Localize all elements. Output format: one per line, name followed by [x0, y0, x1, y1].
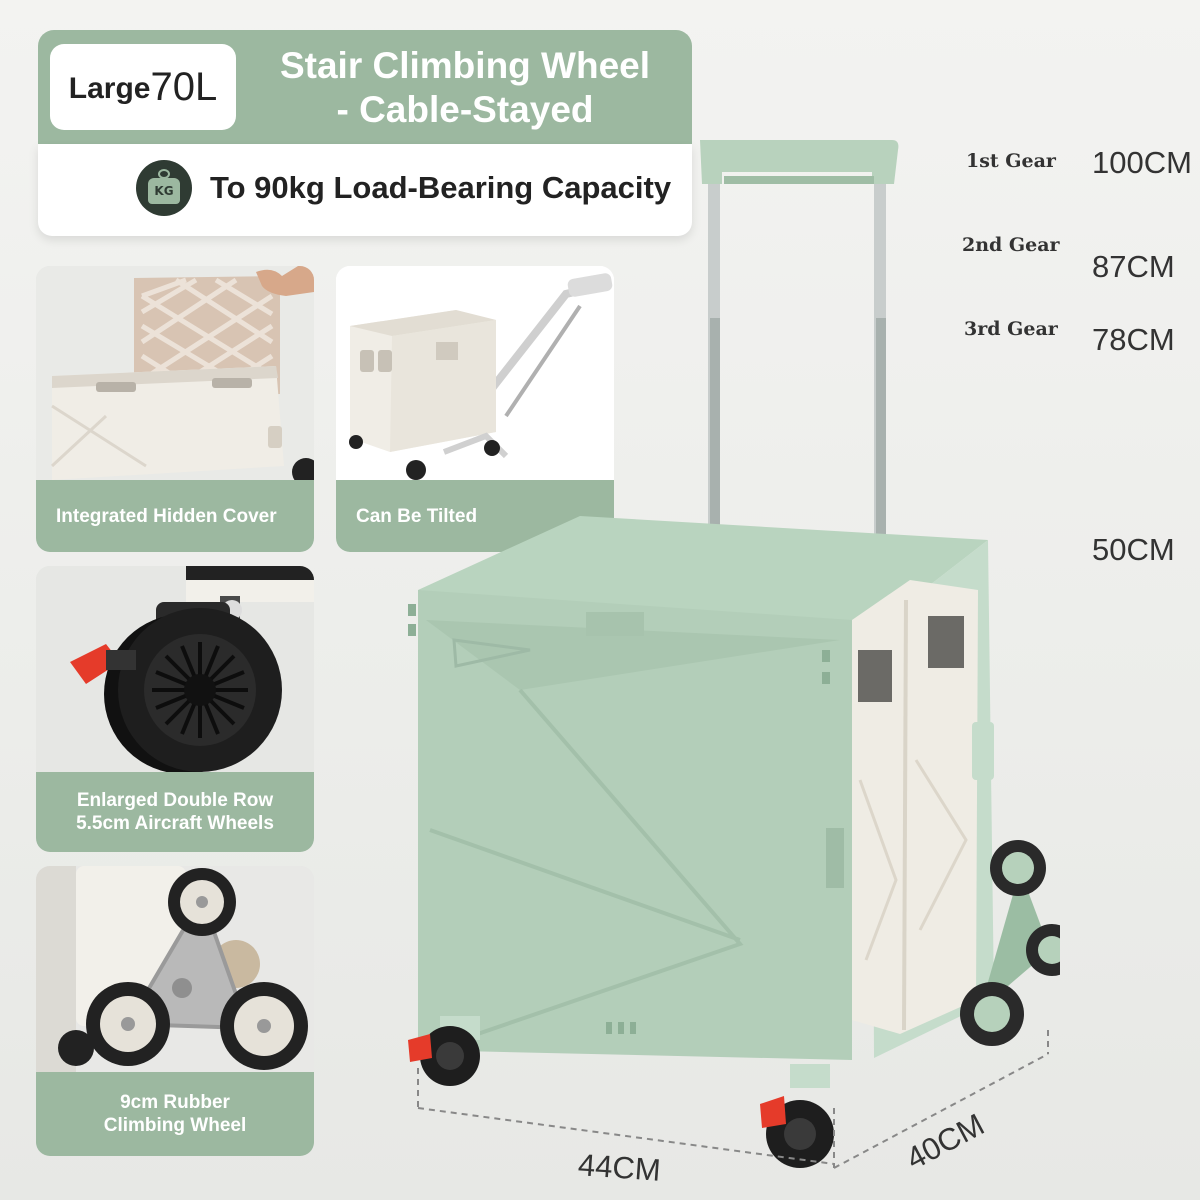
aircraft-wheel-photo: [36, 566, 314, 780]
load-capacity-text: To 90kg Load-Bearing Capacity: [210, 170, 672, 205]
hidden-cover-photo: [36, 266, 314, 480]
gear-label: 2nd Gear: [962, 234, 1060, 256]
feature-card-tilted: Can Be Tilted: [336, 266, 614, 552]
size-value: 70L: [150, 64, 218, 109]
feature-card-aircraft-wheels: Enlarged Double Row 5.5cm Aircraft Wheel…: [36, 566, 314, 852]
title-line-1: Stair Climbing Wheel: [279, 45, 651, 86]
box-height-label: 50CM: [1092, 532, 1175, 567]
climbing-wheel-photo: [36, 866, 314, 1080]
capacity-badge: Large 70L: [50, 44, 236, 130]
weight-kg-icon: KG: [136, 160, 192, 216]
tilted-cart-photo: [336, 266, 614, 480]
gear-height: 100CM: [1092, 145, 1192, 180]
title-line-2: - Cable-Stayed: [336, 89, 594, 130]
feature-card-hidden-cover: Integrated Hidden Cover: [36, 266, 314, 552]
feature-card-climbing-wheel: 9cm Rubber Climbing Wheel: [36, 866, 314, 1156]
size-word: Large: [68, 72, 151, 105]
gear-height: 78CM: [1092, 322, 1175, 357]
gear-label: 1st Gear: [966, 150, 1056, 172]
gear-height: 87CM: [1092, 249, 1175, 284]
feature-label: Enlarged Double Row 5.5cm Aircraft Wheel…: [36, 772, 314, 852]
width-label: 44CM: [576, 1147, 662, 1188]
gear-label: 3rd Gear: [964, 318, 1058, 340]
product-title: Stair Climbing Wheel - Cable-Stayed: [250, 44, 680, 132]
load-capacity-banner: KG To 90kg Load-Bearing Capacity: [38, 144, 692, 236]
product-cart-image: [408, 140, 1060, 1169]
feature-label: 9cm Rubber Climbing Wheel: [36, 1072, 314, 1156]
header-banner: Large 70L Stair Climbing Wheel - Cable-S…: [38, 30, 692, 144]
feature-label: Integrated Hidden Cover: [36, 480, 314, 552]
